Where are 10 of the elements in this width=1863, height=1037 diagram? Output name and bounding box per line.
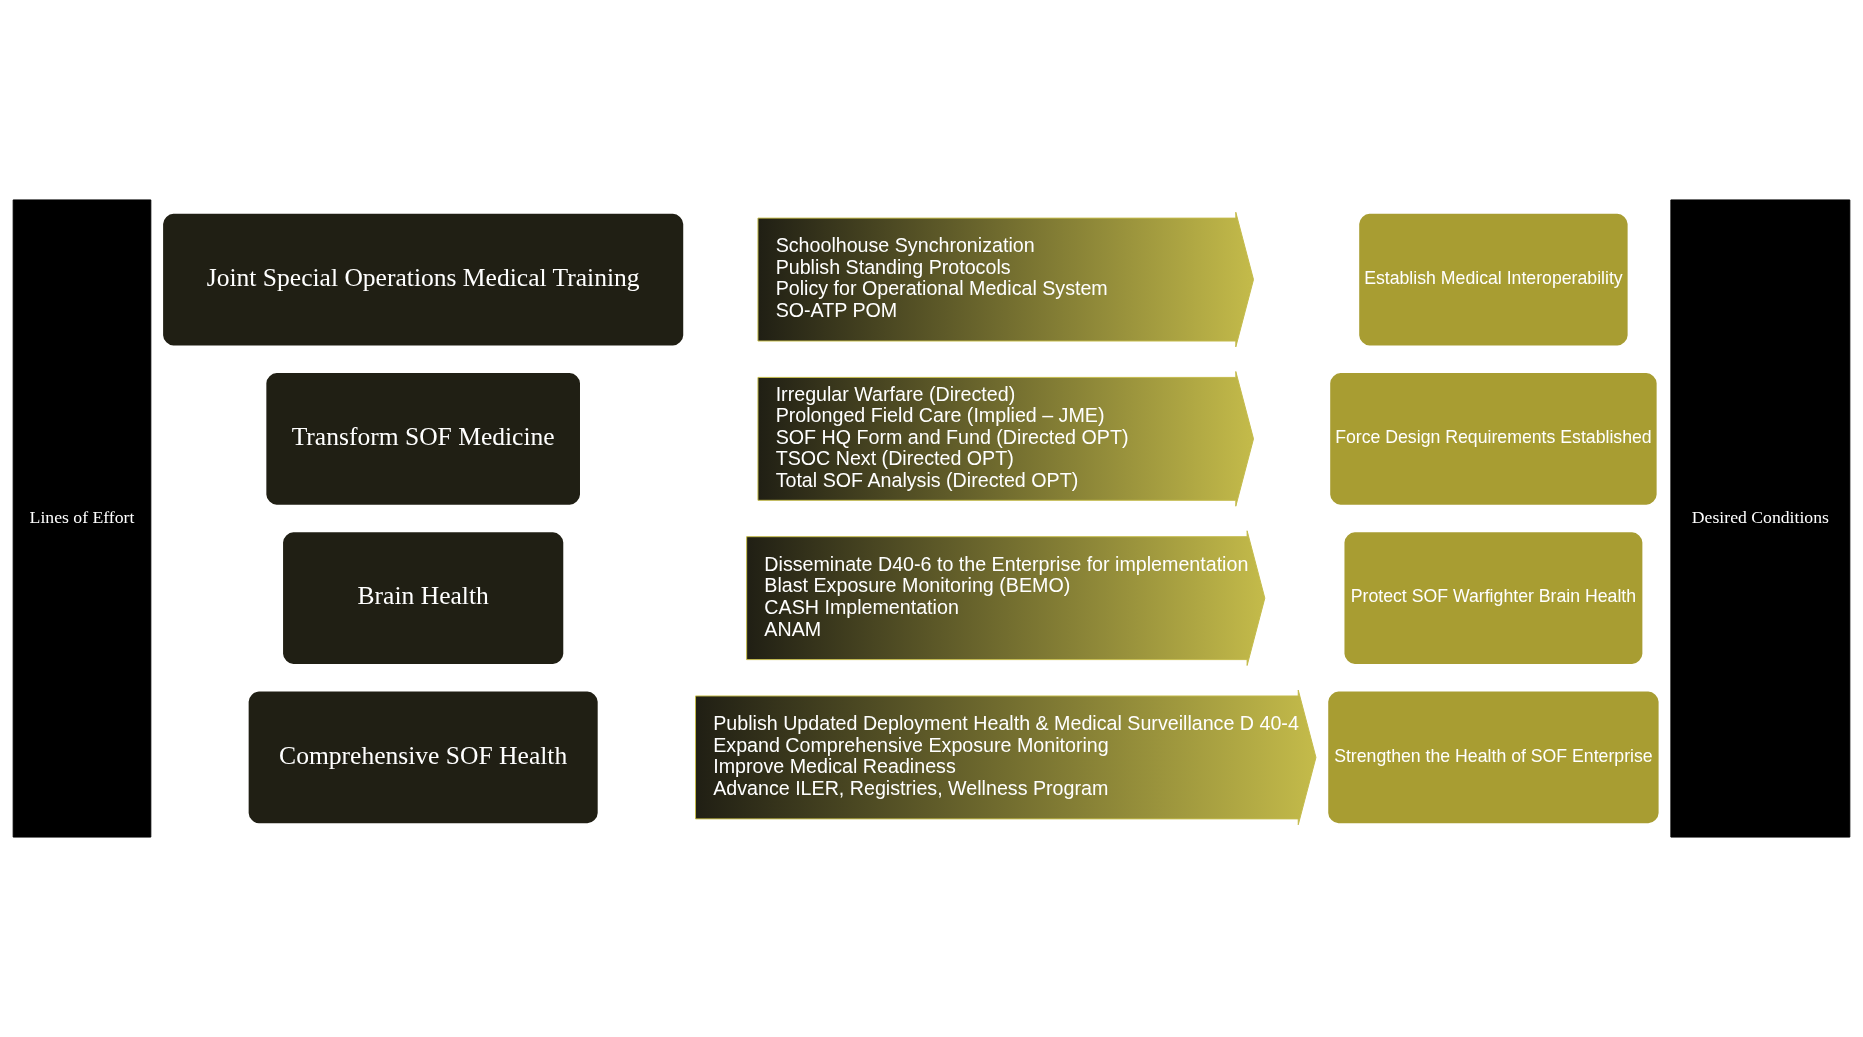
- node-box: Strengthen the Health of SOF Enterprise: [1325, 688, 1662, 827]
- node-box: Joint Special Operations Medical Training: [160, 210, 687, 349]
- node-box: Comprehensive SOF Health: [245, 688, 601, 827]
- node-box: Brain Health: [280, 529, 567, 667]
- node-box: Desired Conditions: [1670, 199, 1851, 838]
- node-box: Protect SOF Warfighter Brain Health: [1341, 529, 1646, 667]
- node-box: Transform SOF Medicine: [263, 370, 583, 508]
- node-box: Establish Medical Interoperability: [1356, 210, 1631, 349]
- node-box: Force Design Requirements Established: [1327, 370, 1660, 508]
- node-box: Lines of Effort: [12, 199, 152, 838]
